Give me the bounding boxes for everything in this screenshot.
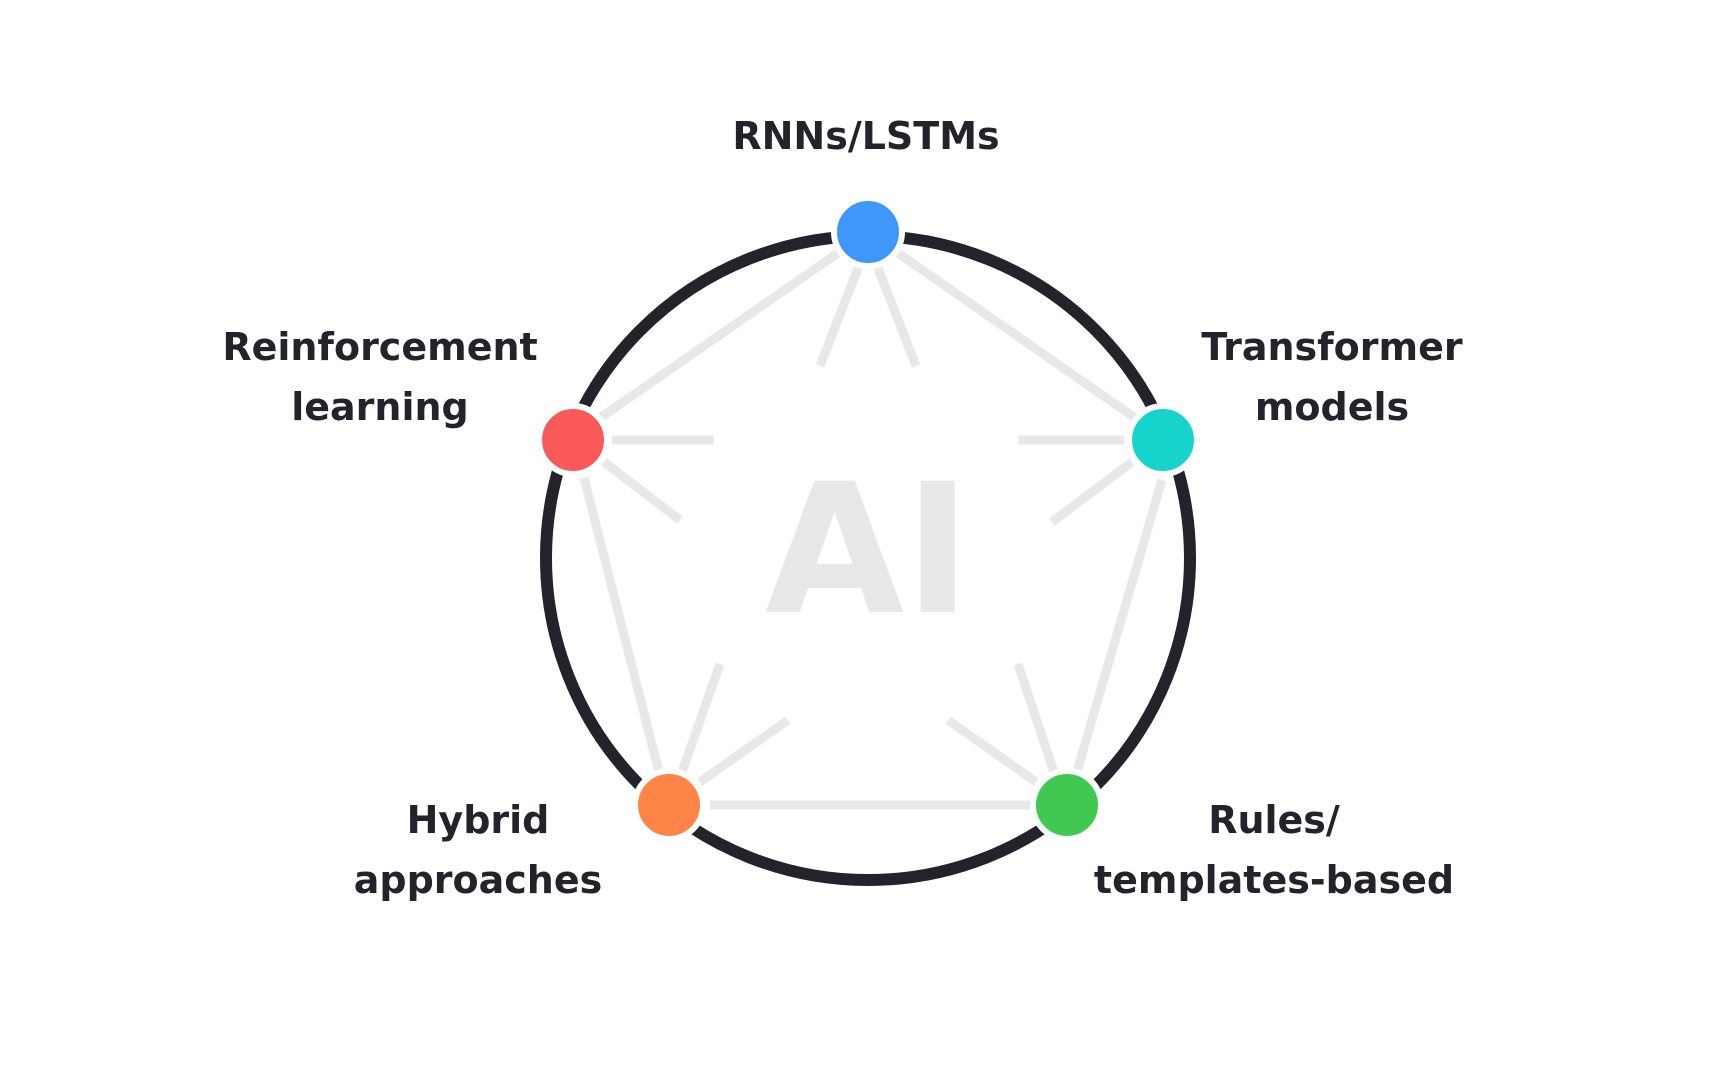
star-rules-left — [945, 716, 1039, 786]
label-rules: Rules/ templates-based — [1084, 790, 1464, 910]
label-rnn-line-1: RNNs/LSTMs — [732, 114, 1000, 158]
star-rnn-right — [873, 266, 921, 368]
star-reinforcement-bottom — [601, 458, 683, 524]
label-transformer-line-2: models — [1254, 385, 1410, 429]
node-rules — [1030, 768, 1104, 842]
link-reinforcement-rnn — [597, 249, 841, 422]
node-transformer — [1126, 403, 1200, 477]
label-rnn: RNNs/LSTMs — [666, 106, 1066, 166]
node-rnn — [831, 195, 905, 269]
label-transformer: Transformer models — [1182, 317, 1482, 437]
link-hybrid-reinforcement — [579, 476, 665, 778]
link-rnn-transformer — [895, 249, 1141, 424]
label-hybrid-line-2: approaches — [353, 858, 603, 902]
star-transformer-bottom — [1049, 458, 1135, 526]
link-transformer-rules — [1070, 478, 1167, 780]
star-rnn-left — [815, 266, 863, 368]
star-rules-up — [1013, 662, 1059, 774]
label-reinforcement: Reinforcement learning — [220, 317, 540, 437]
label-hybrid: Hybrid approaches — [338, 790, 618, 910]
node-hybrid — [632, 768, 706, 842]
center-ai-label: AI — [765, 446, 971, 655]
label-reinforcement-line-1: Reinforcement — [222, 325, 538, 369]
star-hybrid-right — [697, 716, 791, 786]
label-rules-line-2: templates-based — [1093, 858, 1455, 902]
label-reinforcement-line-2: learning — [291, 385, 469, 429]
label-transformer-line-1: Transformer — [1201, 325, 1463, 369]
star-hybrid-up — [677, 662, 725, 774]
label-rules-line-1: Rules/ — [1208, 798, 1340, 842]
node-reinforcement — [536, 403, 610, 477]
connector-lines — [579, 249, 1167, 810]
label-hybrid-line-1: Hybrid — [406, 798, 550, 842]
